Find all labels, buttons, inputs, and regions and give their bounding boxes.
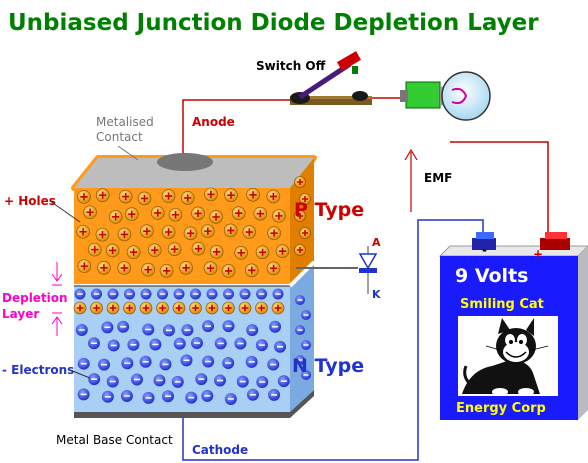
hole-sign bbox=[269, 192, 277, 201]
switch-icon[interactable] bbox=[290, 51, 372, 105]
battery-brand-1: Smiling Cat bbox=[460, 297, 544, 312]
hole-sign bbox=[163, 267, 171, 275]
metalised-label-2: Contact bbox=[96, 130, 143, 144]
diode-symbol-icon bbox=[296, 246, 378, 294]
hole-sign bbox=[296, 178, 304, 186]
hole-sign bbox=[128, 210, 136, 218]
lamp-battery-wire bbox=[450, 141, 549, 240]
anode-contact bbox=[157, 153, 213, 171]
hole-sign bbox=[186, 229, 195, 237]
depletion-label-2: Layer bbox=[2, 307, 39, 321]
anode-label: Anode bbox=[192, 115, 235, 129]
hole-sign bbox=[237, 249, 245, 257]
hole-sign bbox=[93, 304, 100, 312]
holes-label: + Holes bbox=[4, 194, 56, 208]
hole-sign bbox=[79, 228, 87, 236]
hole-sign bbox=[91, 246, 99, 254]
hole-sign bbox=[184, 194, 192, 202]
hole-sign bbox=[204, 227, 212, 235]
hole-sign bbox=[140, 194, 149, 202]
hole-sign bbox=[224, 267, 233, 275]
hole-sign bbox=[100, 264, 108, 272]
hole-sign bbox=[245, 228, 253, 236]
hole-sign bbox=[126, 304, 133, 312]
hole-sign bbox=[159, 304, 166, 312]
hole-sign bbox=[206, 264, 215, 272]
page-title: Unbiased Junction Diode Depletion Layer bbox=[8, 10, 539, 36]
hole-sign bbox=[182, 264, 190, 272]
hole-sign bbox=[112, 213, 120, 221]
lamp-icon bbox=[400, 71, 491, 121]
symbol-a-label: A bbox=[372, 236, 381, 249]
depletion-width-arrows bbox=[51, 262, 63, 336]
hole-sign bbox=[194, 209, 202, 217]
battery-minus: - bbox=[482, 243, 487, 257]
hole-sign bbox=[241, 304, 249, 312]
hole-sign bbox=[213, 248, 221, 256]
hole-sign bbox=[207, 190, 215, 198]
hole-sign bbox=[296, 246, 304, 254]
hole-sign bbox=[258, 304, 265, 312]
hole-sign bbox=[86, 208, 94, 216]
hole-sign bbox=[249, 191, 257, 199]
p-type-label: P Type bbox=[294, 199, 364, 221]
hole-sign bbox=[212, 213, 220, 221]
battery-plus: + bbox=[533, 247, 543, 261]
hole-sign bbox=[301, 195, 309, 203]
metalised-label-1: Metalised bbox=[96, 115, 154, 129]
hole-sign bbox=[143, 227, 151, 235]
hole-sign bbox=[208, 304, 216, 312]
battery-brand-2: Energy Corp bbox=[456, 401, 546, 416]
hole-sign bbox=[122, 192, 130, 201]
hole-sign bbox=[130, 248, 138, 256]
hole-sign bbox=[194, 245, 203, 253]
hole-sign bbox=[301, 229, 309, 237]
hole-sign bbox=[296, 212, 304, 220]
hole-sign bbox=[275, 212, 283, 220]
hole-sign bbox=[227, 226, 235, 235]
hole-sign bbox=[278, 247, 287, 255]
hole-sign bbox=[142, 304, 150, 312]
hole-sign bbox=[151, 246, 159, 254]
hole-sign bbox=[171, 245, 179, 253]
hole-sign bbox=[154, 209, 162, 217]
hole-sign bbox=[99, 191, 107, 199]
hole-sign bbox=[164, 192, 173, 200]
hole-sign bbox=[80, 262, 88, 270]
hole-sign bbox=[270, 229, 278, 237]
hole-sign bbox=[80, 193, 88, 201]
hole-sign bbox=[144, 266, 152, 274]
hole-sign bbox=[171, 211, 180, 219]
emf-label: EMF bbox=[424, 171, 452, 185]
cathode-wire bbox=[182, 219, 484, 461]
hole-sign bbox=[258, 248, 267, 256]
hole-sign bbox=[235, 209, 243, 217]
hole-sign bbox=[269, 264, 278, 272]
hole-sign bbox=[98, 231, 107, 239]
hole-sign bbox=[165, 228, 173, 236]
hole-sign bbox=[192, 304, 199, 312]
hole-sign bbox=[225, 304, 232, 312]
hole-sign bbox=[120, 230, 129, 238]
switch-label: Switch Off bbox=[256, 59, 326, 73]
hole-sign bbox=[175, 304, 183, 312]
hole-sign bbox=[109, 246, 117, 255]
hole-sign bbox=[274, 304, 282, 312]
n-type-label: N Type bbox=[292, 355, 364, 377]
hole-sign bbox=[76, 304, 84, 312]
hole-sign bbox=[248, 266, 256, 274]
symbol-k-label: K bbox=[372, 288, 381, 301]
depletion-label-1: Depletion bbox=[2, 291, 68, 305]
hole-sign bbox=[256, 210, 264, 218]
hole-sign bbox=[120, 264, 128, 272]
hole-sign bbox=[109, 304, 117, 312]
base-contact-label: Metal Base Contact bbox=[56, 433, 173, 447]
anode-wire bbox=[182, 99, 292, 158]
cat-icon bbox=[462, 318, 549, 396]
hole-sign bbox=[227, 191, 235, 199]
cathode-label: Cathode bbox=[192, 443, 248, 457]
battery-voltage: 9 Volts bbox=[455, 265, 528, 287]
electrons-label: - Electrons bbox=[2, 363, 74, 377]
